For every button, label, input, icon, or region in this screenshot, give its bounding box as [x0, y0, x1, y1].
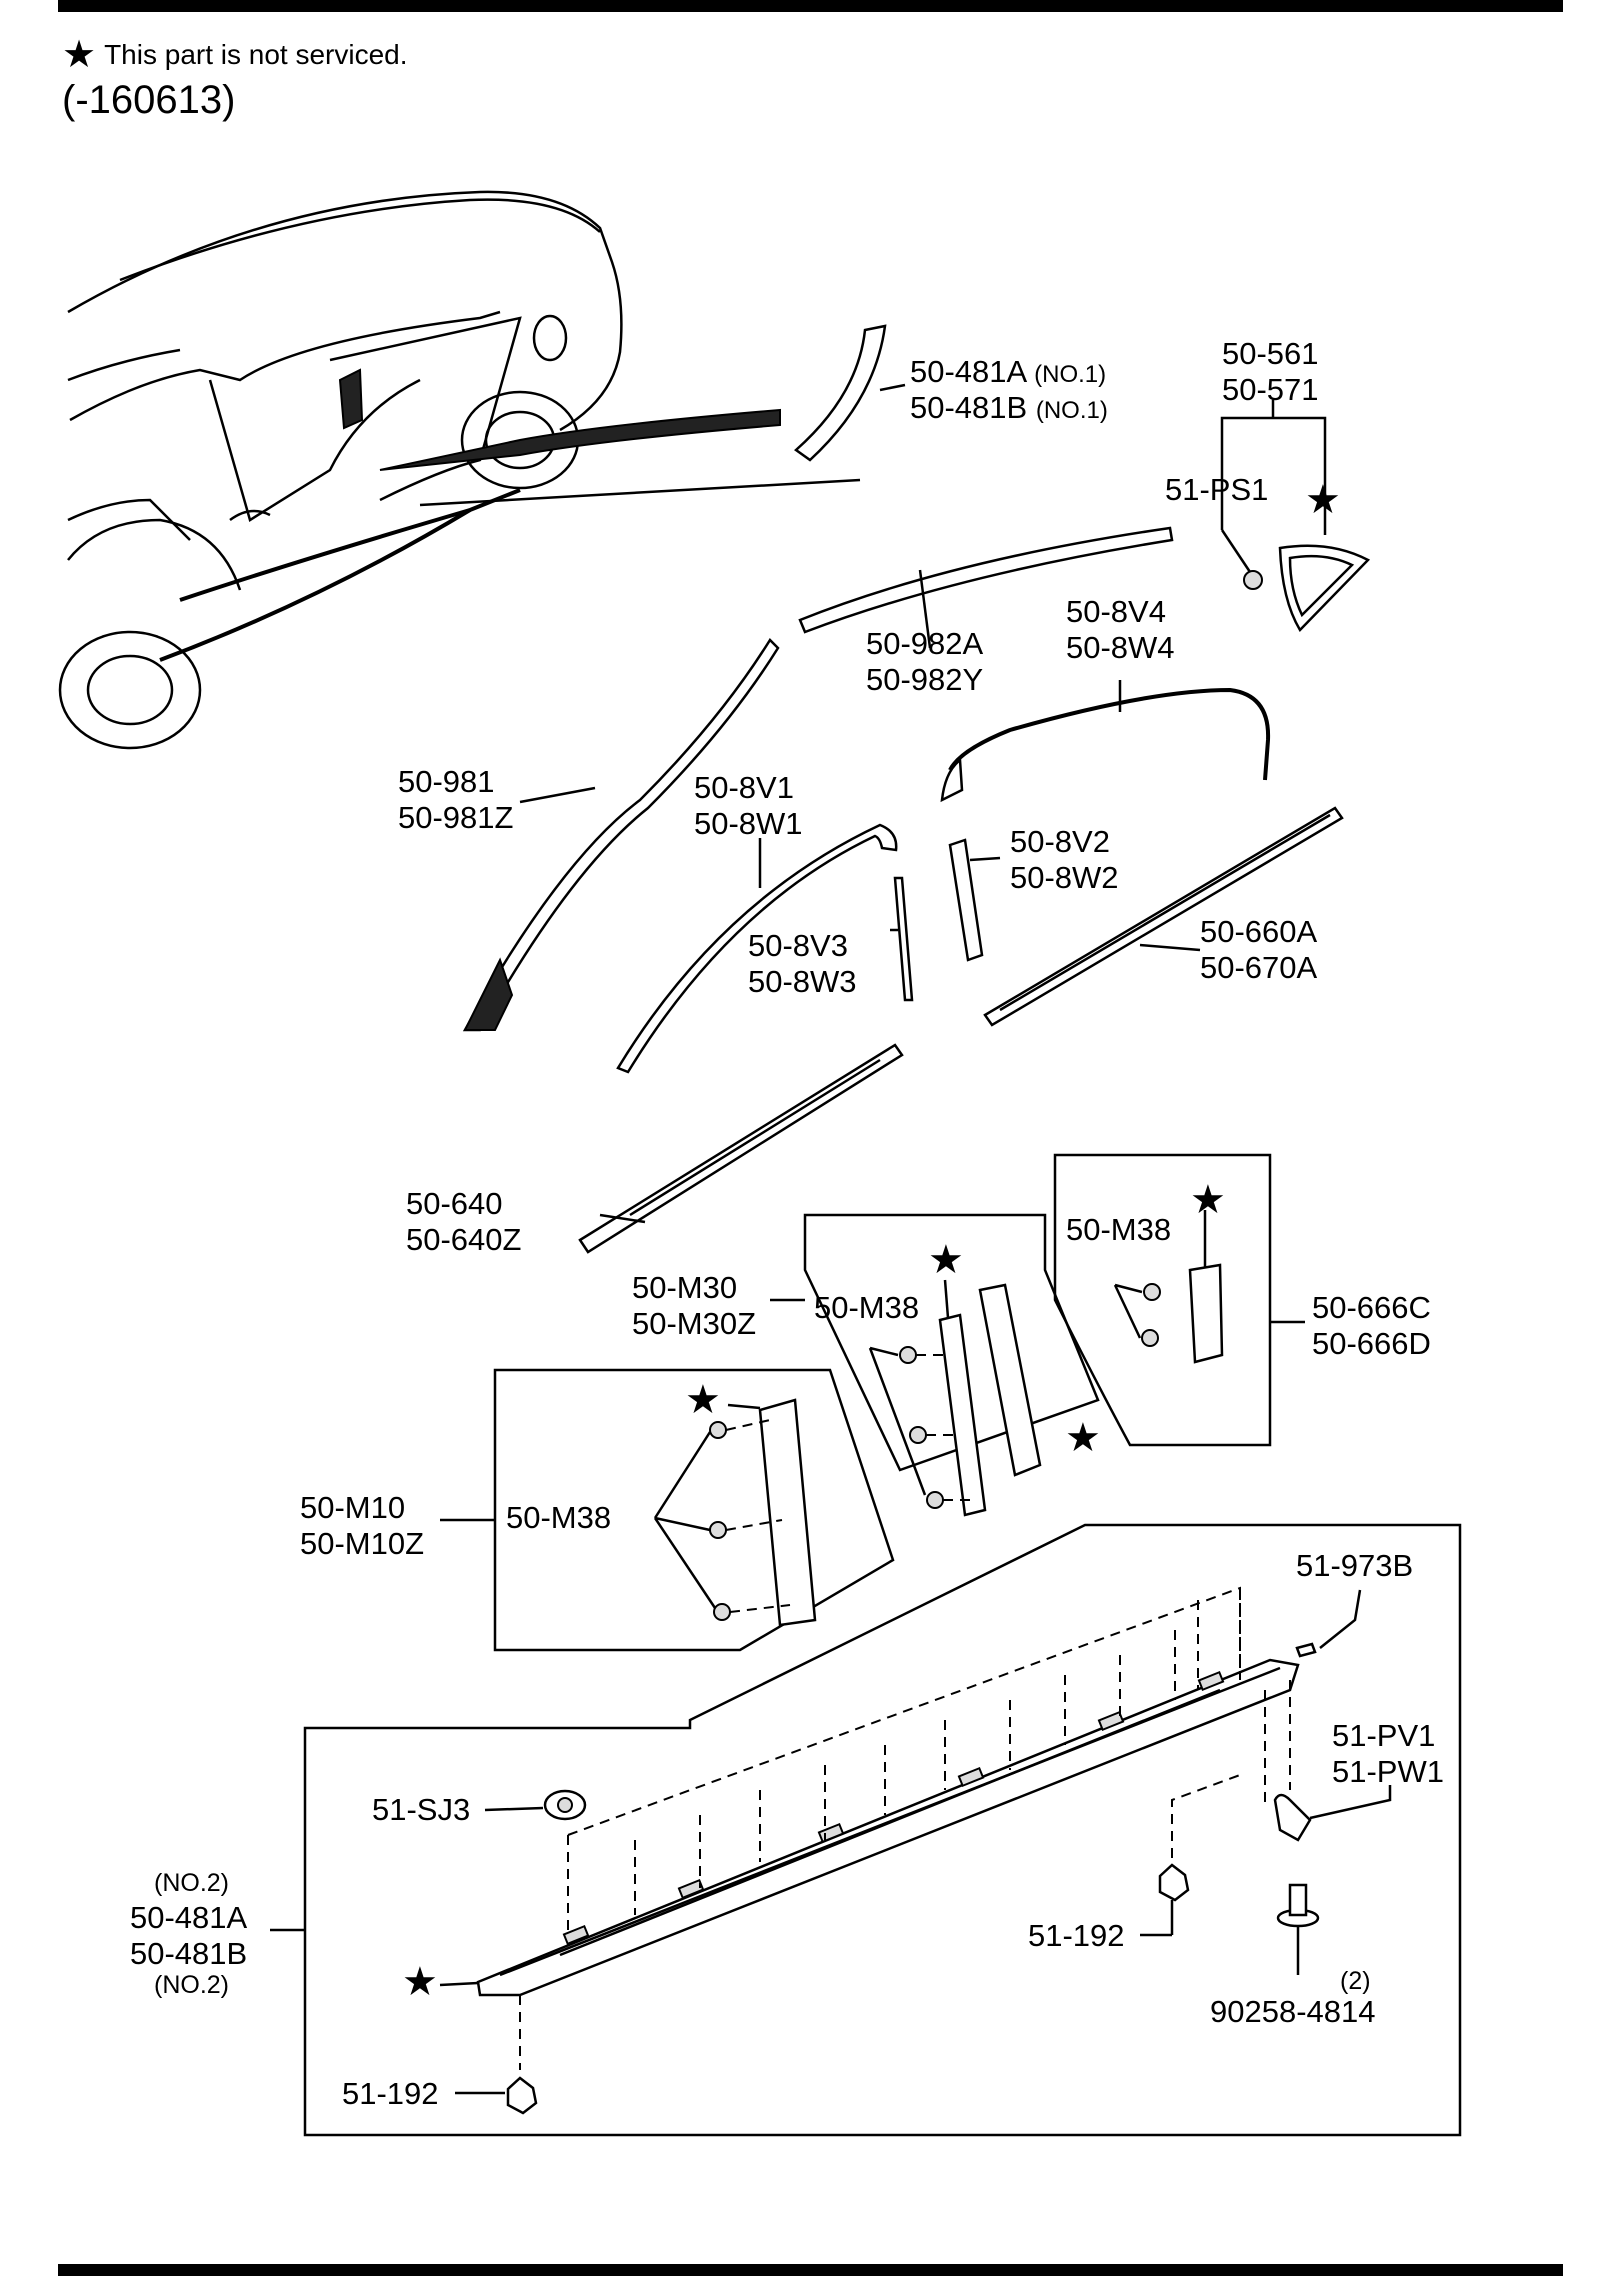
label-50-982A: 50-982A [866, 626, 984, 661]
label-50-M38-box-right: 50-M38 [1066, 1212, 1172, 1247]
legend-note: ★ This part is not serviced. [62, 36, 408, 74]
label-50-571: 50-571 [1222, 372, 1319, 407]
part-variant: (NO.1) [1034, 361, 1107, 388]
star-icon: ★ [62, 34, 97, 76]
part-number: 50-481B [910, 390, 1028, 425]
not-serviced-star-icon: ★ [928, 1238, 964, 1282]
label-50-M10Z: 50-M10Z [300, 1526, 425, 1561]
label-50-670A: 50-670A [1200, 950, 1318, 985]
label-50-481A-no1: 50-481A (NO.1) [910, 354, 1106, 393]
label-51-973B: 51-973B [1296, 1548, 1414, 1583]
label-50-8V1: 50-8V1 [694, 770, 794, 805]
label-51-SJ3: 51-SJ3 [372, 1792, 471, 1827]
label-51-192-right: 51-192 [1028, 1918, 1125, 1953]
label-50-M38-box-left: 50-M38 [506, 1500, 612, 1535]
not-serviced-star-icon: ★ [1305, 478, 1341, 522]
label-50-8V2: 50-8V2 [1010, 824, 1110, 859]
label-90258-4814: 90258-4814 [1210, 1994, 1376, 2029]
not-serviced-star-icon: ★ [685, 1378, 721, 1422]
label-50-M38-box-middle: 50-M38 [814, 1290, 920, 1325]
label-50-M30: 50-M30 [632, 1270, 738, 1305]
label-50-M10: 50-M10 [300, 1490, 406, 1525]
label-50-481B-no2: 50-481B [130, 1936, 248, 1971]
label-no2-top: (NO.2) [154, 1869, 229, 1897]
label-50-640: 50-640 [406, 1186, 503, 1221]
label-51-PW1: 51-PW1 [1332, 1754, 1444, 1789]
label-50-8W1: 50-8W1 [694, 806, 803, 841]
label-50-981: 50-981 [398, 764, 495, 799]
label-50-8W3: 50-8W3 [748, 964, 857, 999]
label-50-666C: 50-666C [1312, 1290, 1431, 1325]
label-50-640Z: 50-640Z [406, 1222, 522, 1257]
label-no2-bottom: (NO.2) [154, 1971, 229, 1999]
label-quantity: (2) [1340, 1967, 1371, 1995]
label-51-PV1: 51-PV1 [1332, 1718, 1436, 1753]
label-50-666D: 50-666D [1312, 1326, 1431, 1361]
not-serviced-star-icon: ★ [1065, 1416, 1101, 1460]
label-50-982Y: 50-982Y [866, 662, 984, 697]
top-border [58, 0, 1563, 12]
label-50-481B-no1: 50-481B (NO.1) [910, 390, 1108, 429]
label-50-561: 50-561 [1222, 336, 1319, 371]
label-50-8V3: 50-8V3 [748, 928, 848, 963]
label-50-981Z: 50-981Z [398, 800, 514, 835]
label-51-192-lower: 51-192 [342, 2076, 439, 2111]
part-variant: (NO.1) [1035, 397, 1108, 424]
part-number: 50-481A [910, 354, 1026, 389]
bottom-border [58, 2264, 1563, 2276]
label-50-8W2: 50-8W2 [1010, 860, 1119, 895]
legend-note-text: This part is not serviced. [104, 39, 408, 70]
car-illustration [58, 190, 861, 750]
label-50-8V4: 50-8V4 [1066, 594, 1166, 629]
production-period: (-160613) [62, 78, 236, 122]
sill-clip-slots [562, 1670, 1225, 1946]
label-51-PS1: 51-PS1 [1165, 472, 1269, 507]
label-50-M30Z: 50-M30Z [632, 1306, 757, 1341]
label-50-8W4: 50-8W4 [1066, 630, 1175, 665]
not-serviced-star-icon: ★ [402, 1960, 438, 2004]
label-50-660A: 50-660A [1200, 914, 1318, 949]
label-50-481A-no2: 50-481A [130, 1900, 248, 1935]
not-serviced-star-icon: ★ [1190, 1178, 1226, 1222]
